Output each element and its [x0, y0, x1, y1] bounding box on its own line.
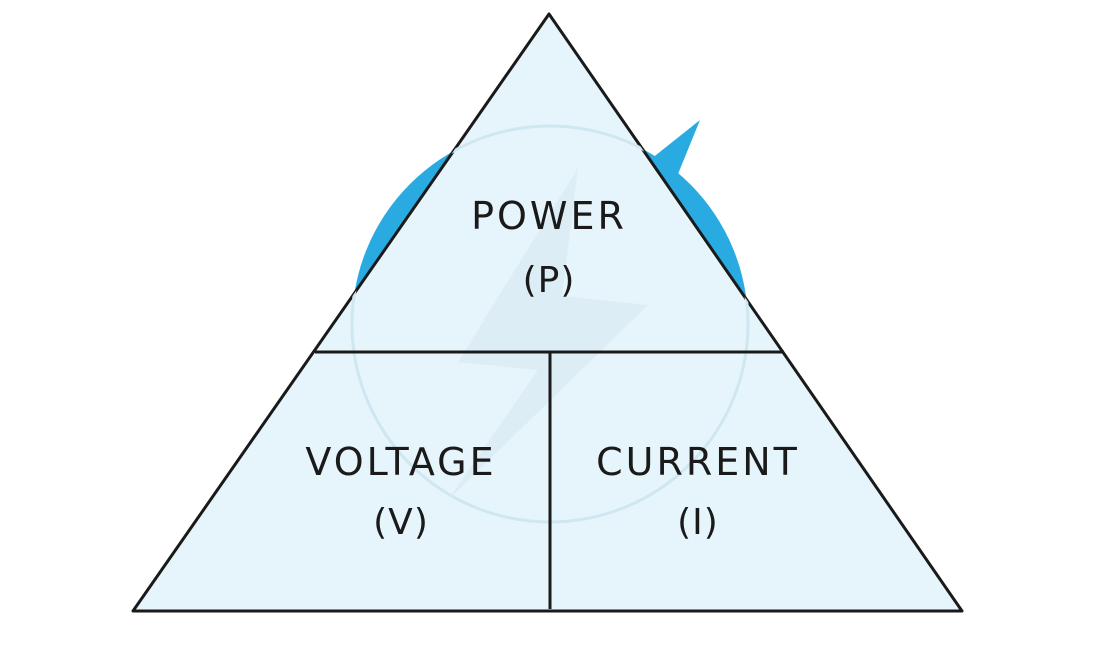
power-label: POWER: [471, 194, 627, 238]
current-label: CURRENT: [596, 440, 800, 484]
voltage-label: VOLTAGE: [305, 440, 497, 484]
voltage-symbol: (V): [373, 502, 429, 543]
watermark-bolt-icon: [448, 168, 648, 500]
power-symbol: (P): [522, 260, 576, 301]
current-symbol: (I): [677, 502, 719, 543]
logo-bolt-tip-icon: [646, 120, 700, 174]
